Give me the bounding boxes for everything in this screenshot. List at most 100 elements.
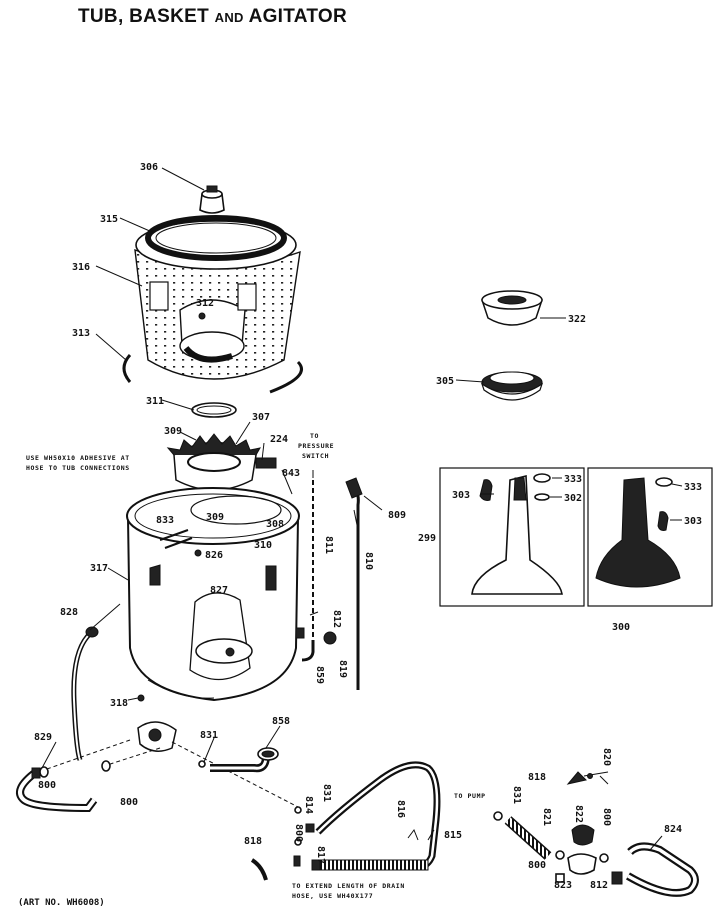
note-drain-line2: HOSE, USE WH40X177 — [292, 892, 373, 900]
outer-tub-317 — [126, 487, 305, 702]
callout-810: 810 — [363, 552, 374, 570]
callout-310: 310 — [254, 540, 272, 551]
overflow-tube-810 — [345, 477, 363, 690]
callout-312: 312 — [196, 298, 214, 309]
callout-828: 828 — [60, 607, 78, 618]
callout-305: 305 — [436, 376, 454, 387]
callout-814: 814 — [303, 796, 314, 814]
drain-hose-815 — [315, 761, 441, 871]
leader-line — [171, 741, 301, 809]
callout-817: 817 — [315, 846, 326, 864]
rubber-strip-313 — [122, 353, 303, 394]
callout-800-e: 800 — [528, 860, 546, 871]
callout-315: 315 — [100, 214, 118, 225]
callout-300: 300 — [612, 622, 630, 633]
callout-822: 822 — [573, 805, 584, 823]
callout-322: 322 — [568, 314, 586, 325]
callout-831-c: 831 — [511, 786, 522, 804]
clamp-800 — [39, 760, 111, 778]
note-drain-line1: TO EXTEND LENGTH OF DRAIN — [292, 882, 405, 890]
callout-843: 843 — [282, 468, 300, 479]
agitator-299-box — [439, 467, 585, 607]
callout-809: 809 — [388, 510, 406, 521]
callout-333-b: 333 — [684, 482, 702, 493]
agitator-300-box — [587, 467, 713, 607]
callout-818-b: 818 — [528, 772, 546, 783]
callout-811: 811 — [323, 536, 334, 554]
callout-831-b: 831 — [321, 784, 332, 802]
callout-800-c: 800 — [293, 824, 304, 842]
pump-hose-group — [493, 771, 699, 897]
agitator-cap-322 — [481, 290, 543, 326]
callout-317: 317 — [90, 563, 108, 574]
agitator-cap-306 — [199, 185, 225, 214]
callout-800-b: 800 — [120, 797, 138, 808]
callout-812-b: 812 — [590, 880, 608, 891]
callout-812: 812 — [331, 610, 342, 628]
splash-guard-307 — [166, 433, 277, 491]
callout-823: 823 — [554, 880, 572, 891]
gasket-311 — [191, 402, 237, 418]
callout-800-d: 800 — [601, 808, 612, 826]
note-adhesive-line1: USE WH50X10 ADHESIVE AT — [26, 454, 130, 462]
callout-827: 827 — [210, 585, 228, 596]
hose-858 — [210, 747, 279, 773]
callout-818: 818 — [244, 836, 262, 847]
note-pressure-line3: SWITCH — [302, 452, 329, 460]
callout-826: 826 — [205, 550, 223, 561]
note-adhesive-line2: HOSE TO TUB CONNECTIONS — [26, 464, 130, 472]
title-and: AND — [214, 10, 244, 25]
callout-309: 309 — [164, 426, 182, 437]
callout-819: 819 — [337, 660, 348, 678]
callout-302: 302 — [564, 493, 582, 504]
callout-831: 831 — [200, 730, 218, 741]
callout-306: 306 — [140, 162, 158, 173]
callout-309-inner: 309 — [206, 512, 224, 523]
callout-820: 820 — [601, 748, 612, 766]
flow-arrow — [407, 828, 419, 841]
grommet-819 — [323, 631, 337, 645]
callout-307: 307 — [252, 412, 270, 423]
callout-824: 824 — [664, 824, 682, 835]
callout-303: 303 — [452, 490, 470, 501]
hub-nut-312 — [198, 312, 206, 320]
callout-316: 316 — [72, 262, 90, 273]
callout-833: 833 — [156, 515, 174, 526]
leader-line — [43, 739, 131, 771]
hose-clip-816 — [250, 858, 268, 881]
callout-815: 815 — [444, 830, 462, 841]
title-main: TUB, BASKET — [78, 6, 210, 27]
callout-303-b: 303 — [684, 516, 702, 527]
callout-858: 858 — [272, 716, 290, 727]
callout-859: 859 — [314, 666, 325, 684]
small-fittings — [293, 806, 321, 871]
callout-leaders — [41, 167, 683, 851]
hose-829 — [16, 767, 98, 813]
callout-816: 816 — [395, 800, 406, 818]
callout-311: 311 — [146, 396, 164, 407]
callout-318: 318 — [110, 698, 128, 709]
agitator-dogs-305 — [480, 371, 544, 401]
pressure-hose-811 — [301, 480, 315, 662]
title-end: AGITATOR — [248, 6, 348, 27]
pump-assembly — [137, 694, 177, 752]
callout-313: 313 — [72, 328, 90, 339]
callout-333: 333 — [564, 474, 582, 485]
hose-828 — [71, 626, 99, 761]
callout-829: 829 — [34, 732, 52, 743]
note-to-pump: TO PUMP — [454, 792, 486, 800]
callout-299: 299 — [418, 533, 436, 544]
art-number: (ART NO. WH6008) — [18, 898, 105, 908]
note-pressure-line2: PRESSURE — [298, 442, 334, 450]
clamp-831 — [198, 760, 206, 768]
callout-224: 224 — [270, 434, 288, 445]
diagram-title: TUB, BASKET AND AGITATOR — [78, 6, 347, 28]
note-pressure-line1: TO — [310, 432, 319, 440]
callout-821: 821 — [541, 808, 552, 826]
callout-800: 800 — [38, 780, 56, 791]
callout-308: 308 — [266, 519, 284, 530]
balance-ring-315 — [145, 215, 287, 261]
leader-line — [103, 747, 161, 767]
